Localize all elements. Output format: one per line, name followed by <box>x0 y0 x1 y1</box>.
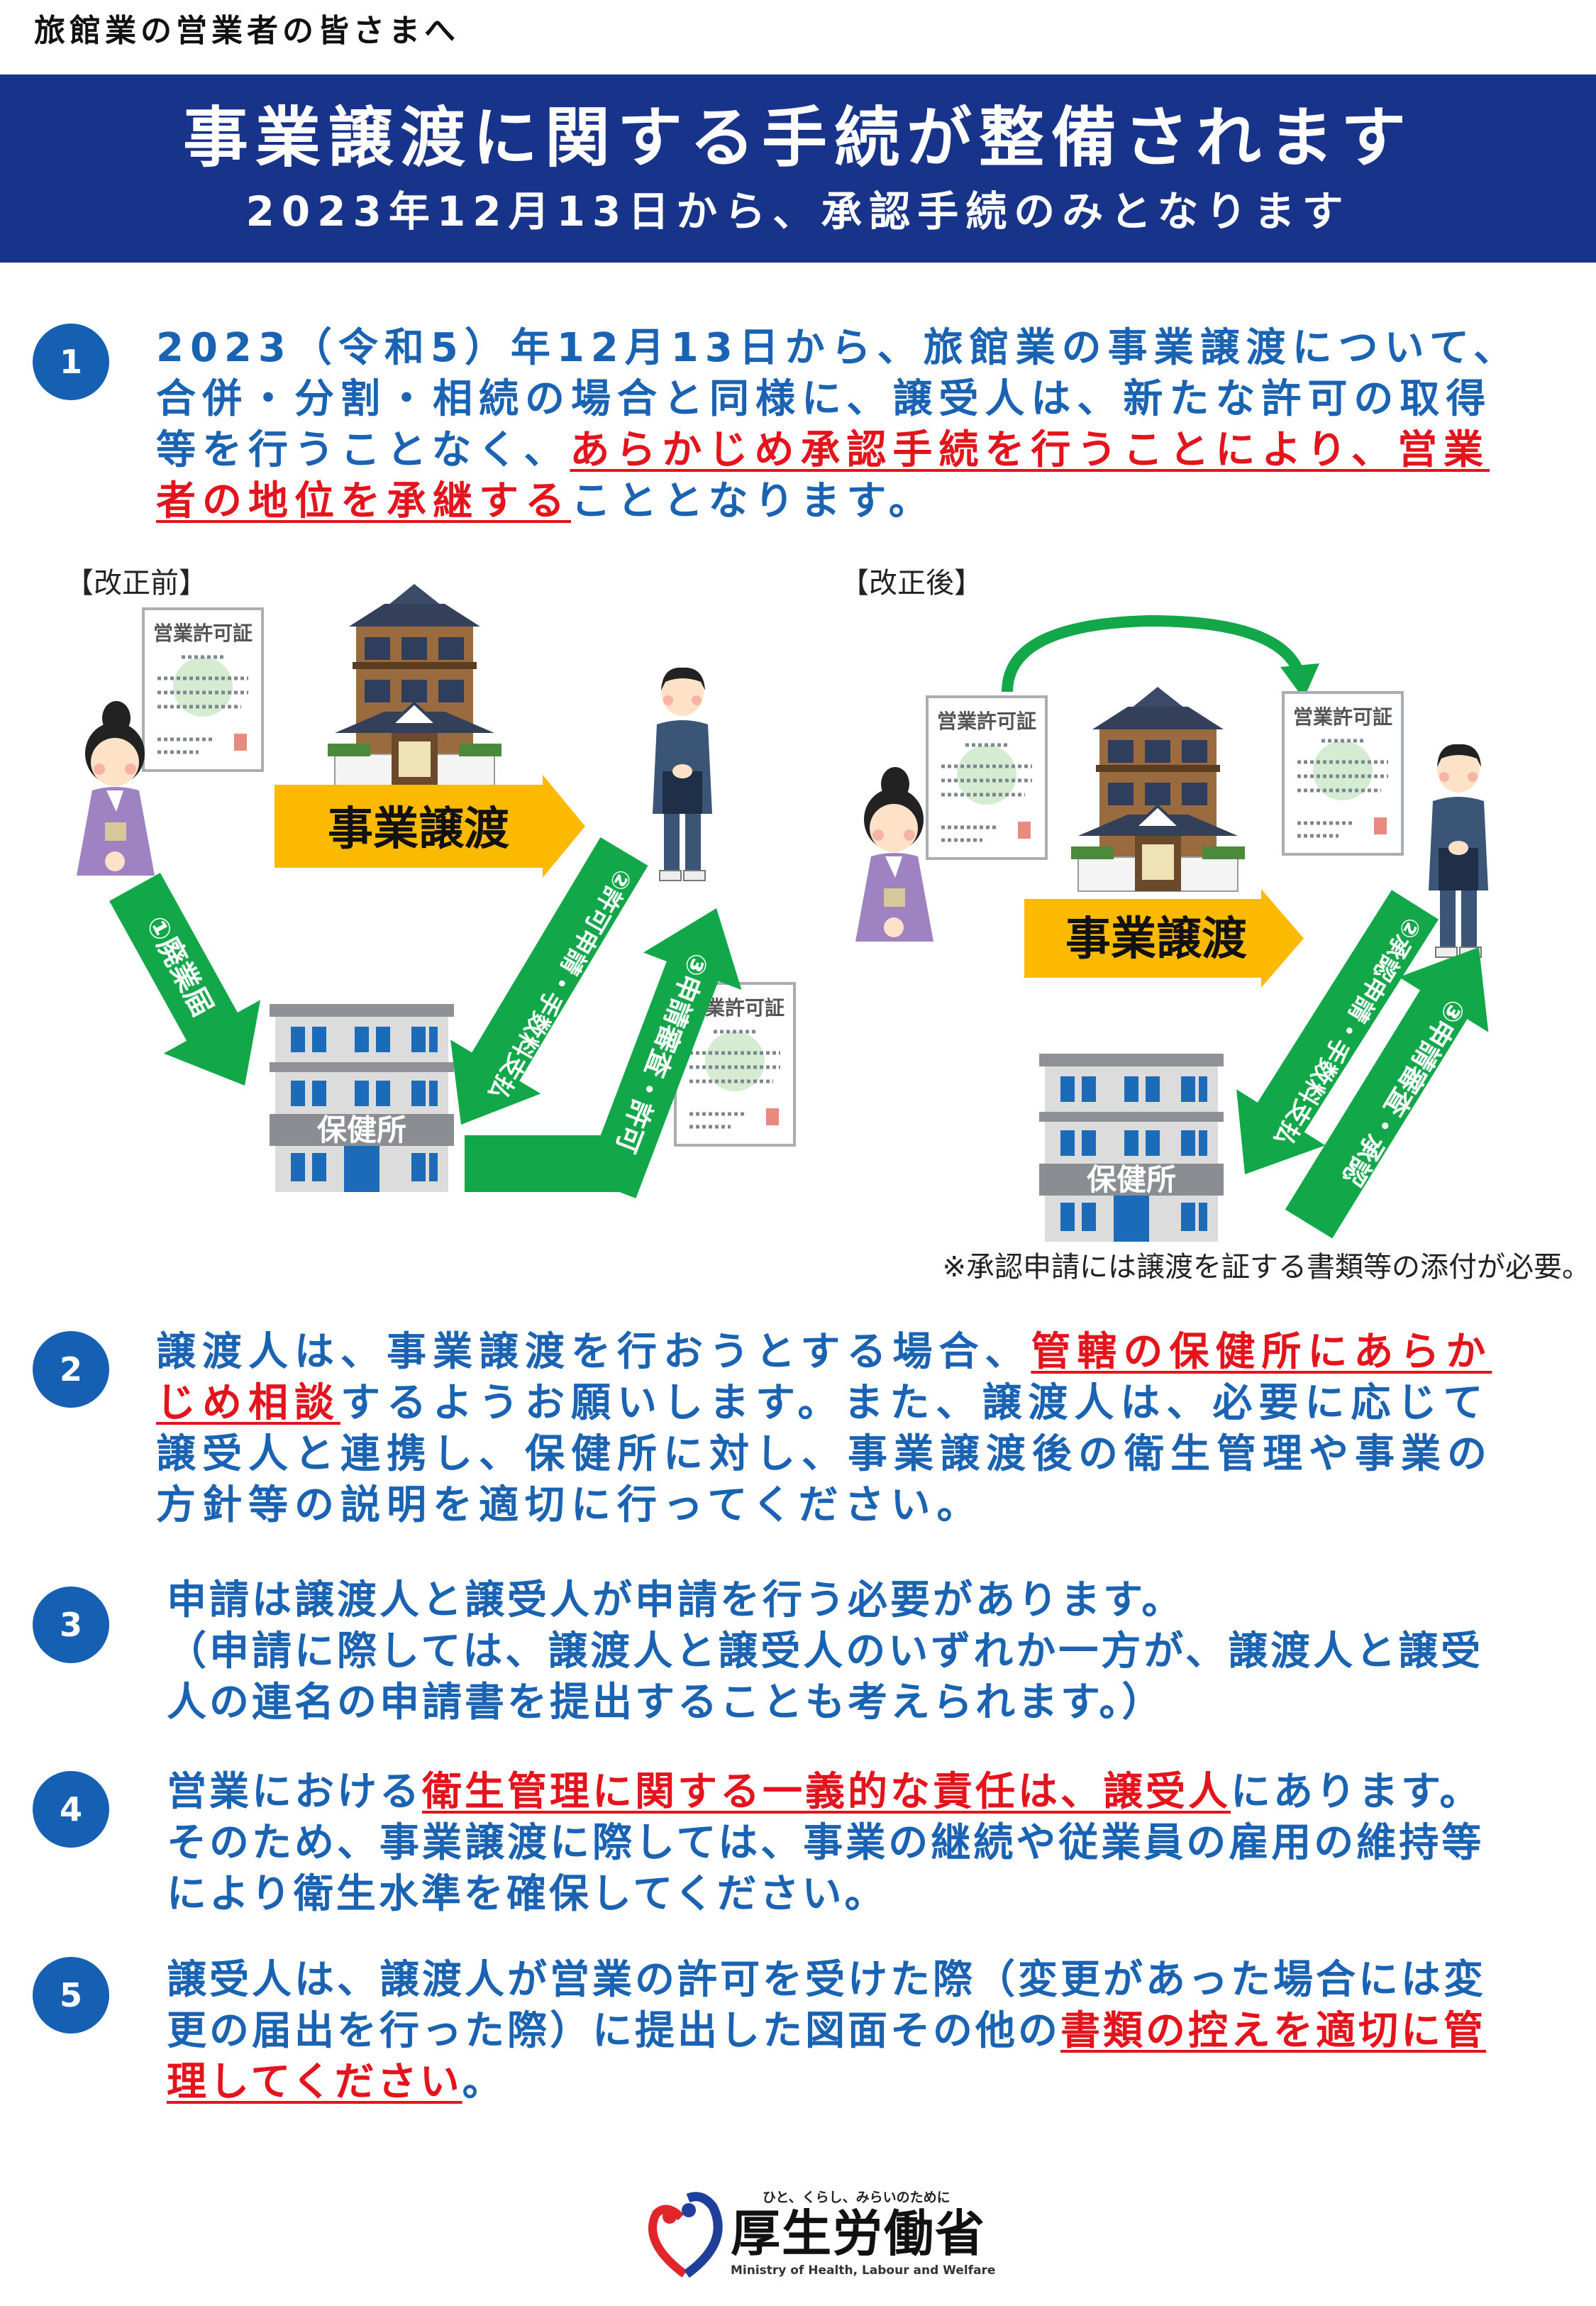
ministry-tagline: ひと、くらし、みらいのために <box>763 2190 951 2205</box>
text-line: 譲渡人は、事業譲渡を行おうとする場合、管轄の保健所にあらか <box>156 1327 1493 1378</box>
text-line: （申請に際しては、譲渡人と譲受人のいずれか一方が、譲渡人と譲受 <box>167 1626 1483 1677</box>
transfer-label: 事業譲渡 <box>328 803 509 856</box>
text-line: 合併・分割・相続の場合と同様に、譲受人は、新たな許可の取得 <box>156 374 1519 425</box>
page-subtitle: 2023年12月13日から、承認手続のみとなります <box>245 187 1351 236</box>
text-line: じめ相談するようお願いします。また、譲渡人は、必要に応じて <box>156 1378 1493 1429</box>
body-text: 更の届出を行った際）に提出した図面その他の <box>167 2008 1060 2054</box>
body-text: 2023（令和5）年12月13日から、旅館業の事業譲渡について、 <box>156 325 1520 371</box>
closure-notice-arrow <box>109 873 261 1086</box>
emphasis-text: あらかじめ承認手続を行うことにより、営業 <box>570 427 1490 473</box>
text-line: 人の連名の申請書を提出することも考えられます。） <box>167 1677 1483 1728</box>
section-4-text: 営業における衛生管理に関する一義的な責任は、譲受人にあります。そのため、事業譲渡… <box>167 1767 1484 1920</box>
text-line: 理してください。 <box>167 2057 1486 2108</box>
permit-succession-arrow <box>1002 614 1304 693</box>
body-text: こととなります。 <box>571 478 935 524</box>
permit-application-arrow <box>450 837 648 1125</box>
attachment-note: ※承認申請には譲渡を証する書類等の添付が必要。 <box>942 1251 1590 1284</box>
section-3-text: 申請は譲渡人と譲受人が申請を行う必要があります。 （申請に際しては、譲渡人と譲受人… <box>167 1575 1483 1728</box>
body-text: 営業における <box>167 1769 422 1815</box>
certificate-title: 営業許可証 <box>153 622 253 645</box>
text-line: 2023（令和5）年12月13日から、旅館業の事業譲渡について、 <box>156 323 1519 374</box>
text-line: 更の届出を行った際）に提出した図面その他の書類の控えを適切に管 <box>167 2006 1486 2057</box>
section-number-badge: 3 <box>33 1587 109 1663</box>
health-center-label: 保健所 <box>317 1113 406 1147</box>
emphasis-text: 書類の控えを適切に管 <box>1060 2008 1486 2054</box>
body-text: により衛生水準を確保してください。 <box>167 1871 887 1917</box>
section-number-badge: 4 <box>33 1771 109 1848</box>
ryokan-building-icon <box>1071 687 1245 891</box>
body-text: 。 <box>462 2059 505 2105</box>
section-number-badge: 2 <box>33 1331 109 1408</box>
step-label: ②許可申請・手数料支払 <box>482 864 638 1105</box>
certificate-title: 営業許可証 <box>1293 705 1392 729</box>
section-number-badge: 1 <box>33 324 109 400</box>
emphasis-text: 管轄の保健所にあらか <box>1031 1329 1492 1375</box>
health-center-label: 保健所 <box>1087 1162 1176 1197</box>
transfer-arrow <box>275 775 585 878</box>
permit-review-arrow <box>584 908 742 1198</box>
text-line: 譲受人は、譲渡人が営業の許可を受けた際（変更があった場合には変 <box>167 1955 1486 2006</box>
approval-review-arrow <box>1285 947 1489 1239</box>
body-text: 合併・分割・相続の場合と同様に、譲受人は、新たな許可の取得 <box>156 376 1492 422</box>
ministry-name-english: Ministry of Health, Labour and Welfare <box>731 2263 996 2278</box>
body-text: 申請は譲渡人と譲受人が申請を行う必要があります。 <box>167 1577 1185 1623</box>
section-5-text: 譲受人は、譲渡人が営業の許可を受けた際（変更があった場合には変更の届出を行った際… <box>167 1955 1486 2108</box>
body-text: 人の連名の申請書を提出することも考えられます。） <box>167 1679 1165 1726</box>
text-line: により衛生水準を確保してください。 <box>167 1869 1484 1920</box>
text-line: 営業における衛生管理に関する一義的な責任は、譲受人にあります。 <box>167 1767 1484 1818</box>
body-text: 方針等の説明を適切に行ってください。 <box>156 1482 983 1528</box>
body-text: 譲受人と連携し、保健所に対し、事業譲渡後の衛生管理や事業の <box>156 1431 1493 1477</box>
text-line: そのため、事業譲渡に際しては、事業の継続や従業員の雇用の維持等 <box>167 1818 1484 1869</box>
certificate-title: 営業許可証 <box>937 710 1036 733</box>
text-line: 等を行うことなく、あらかじめ承認手続を行うことにより、営業 <box>156 425 1519 476</box>
emphasis-text: 衛生管理に関する一義的な責任は、譲受人 <box>422 1769 1231 1815</box>
audience-heading: 旅館業の営業者の皆さまへ <box>34 13 460 49</box>
text-line: 方針等の説明を適切に行ってください。 <box>156 1480 1493 1531</box>
text-line: 者の地位を承継することとなります。 <box>156 476 1519 527</box>
transfer-label: 事業譲渡 <box>1065 913 1247 966</box>
health-center-building-icon <box>270 1004 454 1192</box>
text-line: 申請は譲渡人と譲受人が申請を行う必要があります。 <box>167 1575 1483 1626</box>
ministry-logo-icon <box>648 2192 723 2278</box>
ministry-name: 厚生労働省 <box>731 2205 986 2263</box>
emphasis-text: じめ相談 <box>156 1380 340 1426</box>
section-number-badge: 5 <box>33 1957 109 2034</box>
transferee-person-icon <box>1429 744 1488 957</box>
approval-application-arrow <box>1236 890 1439 1174</box>
section-2-text: 譲渡人は、事業譲渡を行おうとする場合、管轄の保健所にあらかじめ相談するようお願い… <box>156 1327 1493 1531</box>
page-title: 事業譲渡に関する手続が整備されます <box>182 100 1413 176</box>
body-text: （申請に際しては、譲渡人と譲受人のいずれか一方が、譲渡人と譲受 <box>167 1628 1484 1675</box>
body-text: するようお願いします。また、譲渡人は、必要に応じて <box>340 1380 1490 1426</box>
emphasis-text: 理してください <box>167 2059 462 2105</box>
body-text: にあります。 <box>1231 1769 1483 1815</box>
health-center-building-icon <box>1039 1054 1224 1242</box>
text-line: 譲受人と連携し、保健所に対し、事業譲渡後の衛生管理や事業の <box>156 1429 1493 1480</box>
transferee-person-icon <box>653 668 712 881</box>
transfer-arrow <box>1024 889 1304 988</box>
body-text: そのため、事業譲渡に際しては、事業の継続や従業員の雇用の維持等 <box>167 1820 1485 1866</box>
before-label: 【改正前】 <box>65 567 207 600</box>
emphasis-text: 者の地位を承継する <box>156 478 571 524</box>
section-1-text: 2023（令和5）年12月13日から、旅館業の事業譲渡について、合併・分割・相続… <box>156 323 1519 527</box>
body-text: 譲受人は、譲渡人が営業の許可を受けた際（変更があった場合には変 <box>167 1957 1486 2003</box>
transferor-person-icon <box>855 767 933 942</box>
body-text: 譲渡人は、事業譲渡を行おうとする場合、 <box>156 1329 1031 1375</box>
ryokan-building-icon <box>328 584 501 788</box>
title-banner: 事業譲渡に関する手続が整備されます 2023年12月13日から、承認手続のみとな… <box>0 75 1596 263</box>
after-label: 【改正後】 <box>841 567 982 600</box>
arrowhead <box>1280 663 1319 699</box>
body-text: 等を行うことなく、 <box>156 427 570 473</box>
